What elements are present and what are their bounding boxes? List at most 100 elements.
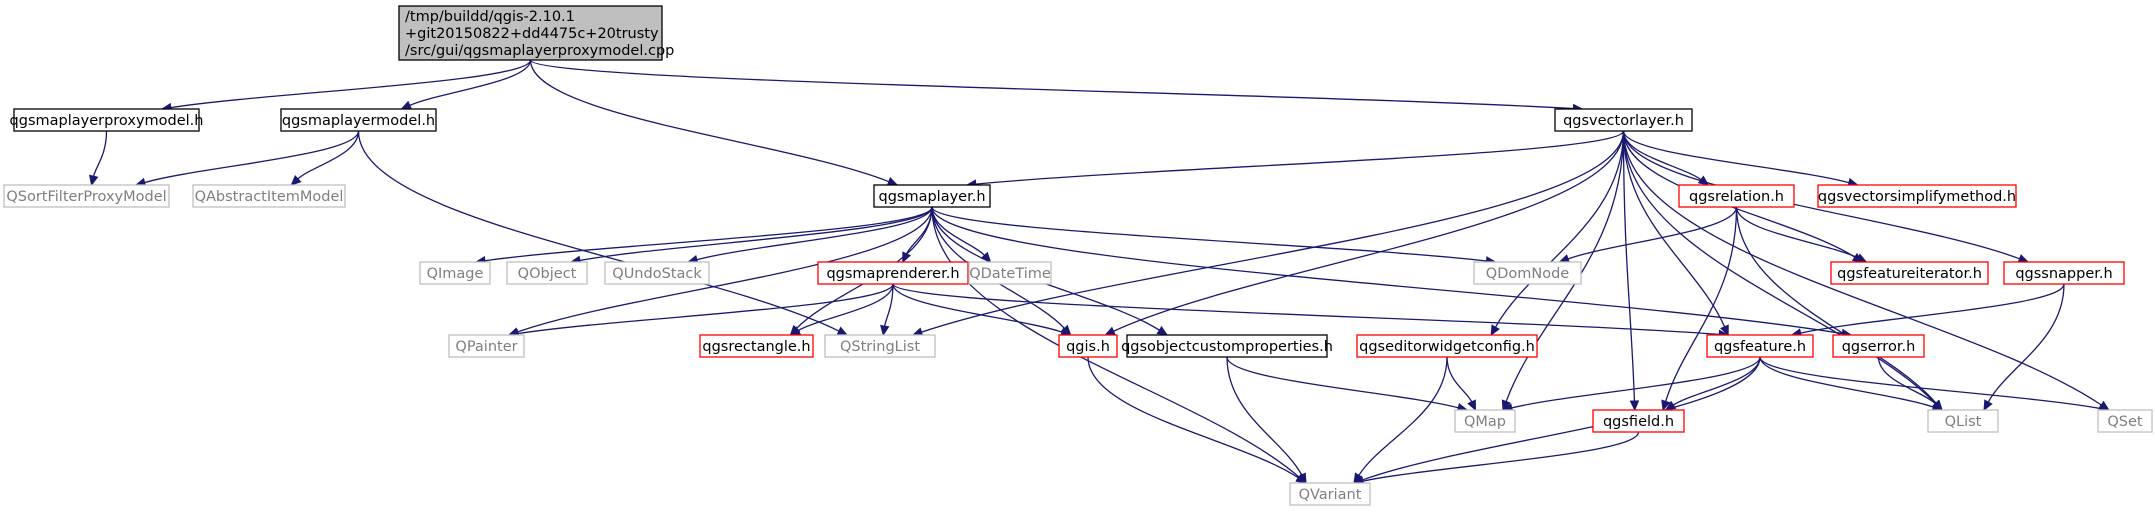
edge-renderer-to-rect bbox=[789, 283, 894, 336]
node-label: qgsrectangle.h bbox=[702, 339, 810, 355]
node-label: QImage bbox=[427, 266, 484, 282]
node-box bbox=[1678, 184, 1795, 208]
edge-field-to-qvariant bbox=[1352, 431, 1640, 486]
node-field[interactable]: qgsfield.h bbox=[1592, 409, 1685, 433]
edge-modelh-to-qaim bbox=[290, 130, 360, 186]
node-qvariant: QVariant bbox=[1289, 482, 1371, 506]
node-box bbox=[1830, 261, 1989, 285]
node-snapper[interactable]: qgssnapper.h bbox=[2003, 261, 2125, 285]
node-maplayer[interactable]: qgsmaplayer.h bbox=[873, 184, 991, 208]
node-qmap: QMap bbox=[1454, 409, 1516, 433]
edge-vlayer-to-field bbox=[1622, 130, 1640, 412]
node-proxyh[interactable]: qgsmaplayerproxymodel.h bbox=[10, 108, 204, 132]
node-box bbox=[192, 184, 346, 208]
node-feature[interactable]: qgsfeature.h bbox=[1706, 334, 1814, 358]
node-box bbox=[1126, 334, 1328, 358]
node-qgis[interactable]: qgis.h bbox=[1058, 334, 1118, 358]
node-box bbox=[448, 334, 525, 358]
edge-vlayer-to-maplayer bbox=[965, 130, 1625, 189]
node-label: qgsvectorlayer.h bbox=[1563, 113, 1684, 129]
node-objprops[interactable]: qgsobjectcustomproperties.h bbox=[1121, 334, 1333, 358]
node-box bbox=[1592, 409, 1685, 433]
edge-vlayer-to-qgis bbox=[1104, 130, 1625, 336]
edge-feature-to-field bbox=[1664, 356, 1761, 411]
edge-relation-to-qdomnode bbox=[1558, 206, 1738, 264]
node-label: /tmp/buildd/qgis-2.10.1 bbox=[405, 9, 575, 25]
node-box bbox=[604, 261, 710, 285]
node-box bbox=[1356, 334, 1538, 358]
node-label: QStringList bbox=[840, 339, 920, 355]
node-renderer[interactable]: qgsmaprenderer.h bbox=[817, 261, 969, 285]
edge-maplayer-to-qdomnode bbox=[931, 206, 1497, 266]
node-label: QMap bbox=[1464, 414, 1506, 430]
edge-vlayer-to-qstrlist bbox=[911, 130, 1625, 337]
node-qlist: QList bbox=[1927, 409, 1999, 433]
node-box bbox=[699, 334, 814, 358]
node-label: QSortFilterProxyModel bbox=[6, 189, 166, 205]
node-featiter[interactable]: qgsfeatureiterator.h bbox=[1830, 261, 1989, 285]
node-label: qgsmaplayerproxymodel.h bbox=[10, 113, 204, 129]
file-nodes: /tmp/buildd/qgis-2.10.1+git20150822+dd44… bbox=[3, 5, 2153, 506]
edge-qgis-to-qvariant bbox=[1087, 356, 1308, 484]
node-box bbox=[280, 108, 437, 132]
edge-snapper-to-qlist bbox=[1983, 283, 2065, 412]
node-modelh[interactable]: qgsmaplayermodel.h bbox=[280, 108, 437, 132]
edge-proxyh-to-qsfpm bbox=[89, 130, 108, 187]
node-label: qgsfeature.h bbox=[1714, 339, 1806, 355]
edge-error-to-qlist bbox=[1877, 356, 1943, 411]
node-label: qgis.h bbox=[1066, 339, 1110, 355]
node-box bbox=[1289, 482, 1371, 506]
node-label: qgsfield.h bbox=[1603, 414, 1674, 430]
node-editcfg[interactable]: qgseditorwidgetconfig.h bbox=[1356, 334, 1538, 358]
node-box bbox=[1706, 334, 1814, 358]
node-simplify[interactable]: qgsvectorsimplifymethod.h bbox=[1817, 184, 2017, 208]
node-label: qgsvectorsimplifymethod.h bbox=[1818, 189, 2016, 205]
node-qdatetime: QDateTime bbox=[968, 261, 1052, 285]
node-qpainter: QPainter bbox=[448, 334, 525, 358]
node-qundo: QUndoStack bbox=[604, 261, 710, 285]
node-box bbox=[1832, 334, 1925, 358]
node-relation[interactable]: qgsrelation.h bbox=[1678, 184, 1795, 208]
node-label: +git20150822+dd4475c+20trusty bbox=[405, 26, 659, 42]
node-label: qgsmaprenderer.h bbox=[826, 266, 959, 282]
node-error[interactable]: qgserror.h bbox=[1832, 334, 1925, 358]
node-box bbox=[873, 184, 991, 208]
node-label: qgserror.h bbox=[1842, 339, 1916, 355]
node-qdomnode: QDomNode bbox=[1473, 261, 1582, 285]
node-box bbox=[1554, 108, 1693, 132]
edge-vlayer-to-feature bbox=[1622, 130, 1729, 337]
edge-snapper-to-feature bbox=[1790, 283, 2065, 338]
edge-renderer-to-feature bbox=[892, 283, 1730, 340]
node-label: qgssnapper.h bbox=[2015, 266, 2112, 282]
node-box bbox=[13, 108, 200, 132]
node-label: QDomNode bbox=[1486, 266, 1569, 282]
node-vlayer[interactable]: qgsvectorlayer.h bbox=[1554, 108, 1693, 132]
node-label: QUndoStack bbox=[612, 266, 702, 282]
node-root[interactable]: /tmp/buildd/qgis-2.10.1+git20150822+dd44… bbox=[398, 5, 674, 61]
node-label: QList bbox=[1945, 414, 1982, 430]
edge-editcfg-to-qvariant bbox=[1353, 356, 1448, 485]
edge-relation-to-field bbox=[1661, 206, 1738, 412]
node-label: QVariant bbox=[1299, 487, 1362, 503]
node-box bbox=[398, 5, 663, 61]
edge-maplayer-to-qobject bbox=[569, 206, 933, 266]
edge-maplayer-to-qundo bbox=[687, 206, 933, 265]
node-qobject: QObject bbox=[506, 261, 588, 285]
node-box bbox=[2003, 261, 2125, 285]
node-box bbox=[1817, 184, 2017, 208]
node-label: QDateTime bbox=[969, 266, 1051, 282]
node-label: qgsmaplayer.h bbox=[878, 189, 985, 205]
edge-root-to-maplayer bbox=[529, 59, 899, 186]
node-box bbox=[419, 261, 491, 285]
node-label: /src/gui/qgsmaplayerproxymodel.cpp bbox=[405, 43, 674, 59]
edge-relation-to-qlist bbox=[1735, 206, 1943, 411]
edge-objprops-to-qvariant bbox=[1226, 356, 1307, 485]
node-box bbox=[2097, 409, 2153, 433]
node-label: qgsrelation.h bbox=[1689, 189, 1784, 205]
node-qsfpm: QSortFilterProxyModel bbox=[3, 184, 170, 208]
edge-root-to-vlayer bbox=[529, 59, 1584, 114]
node-rect[interactable]: qgsrectangle.h bbox=[699, 334, 814, 358]
node-box bbox=[3, 184, 170, 208]
node-box bbox=[506, 261, 588, 285]
